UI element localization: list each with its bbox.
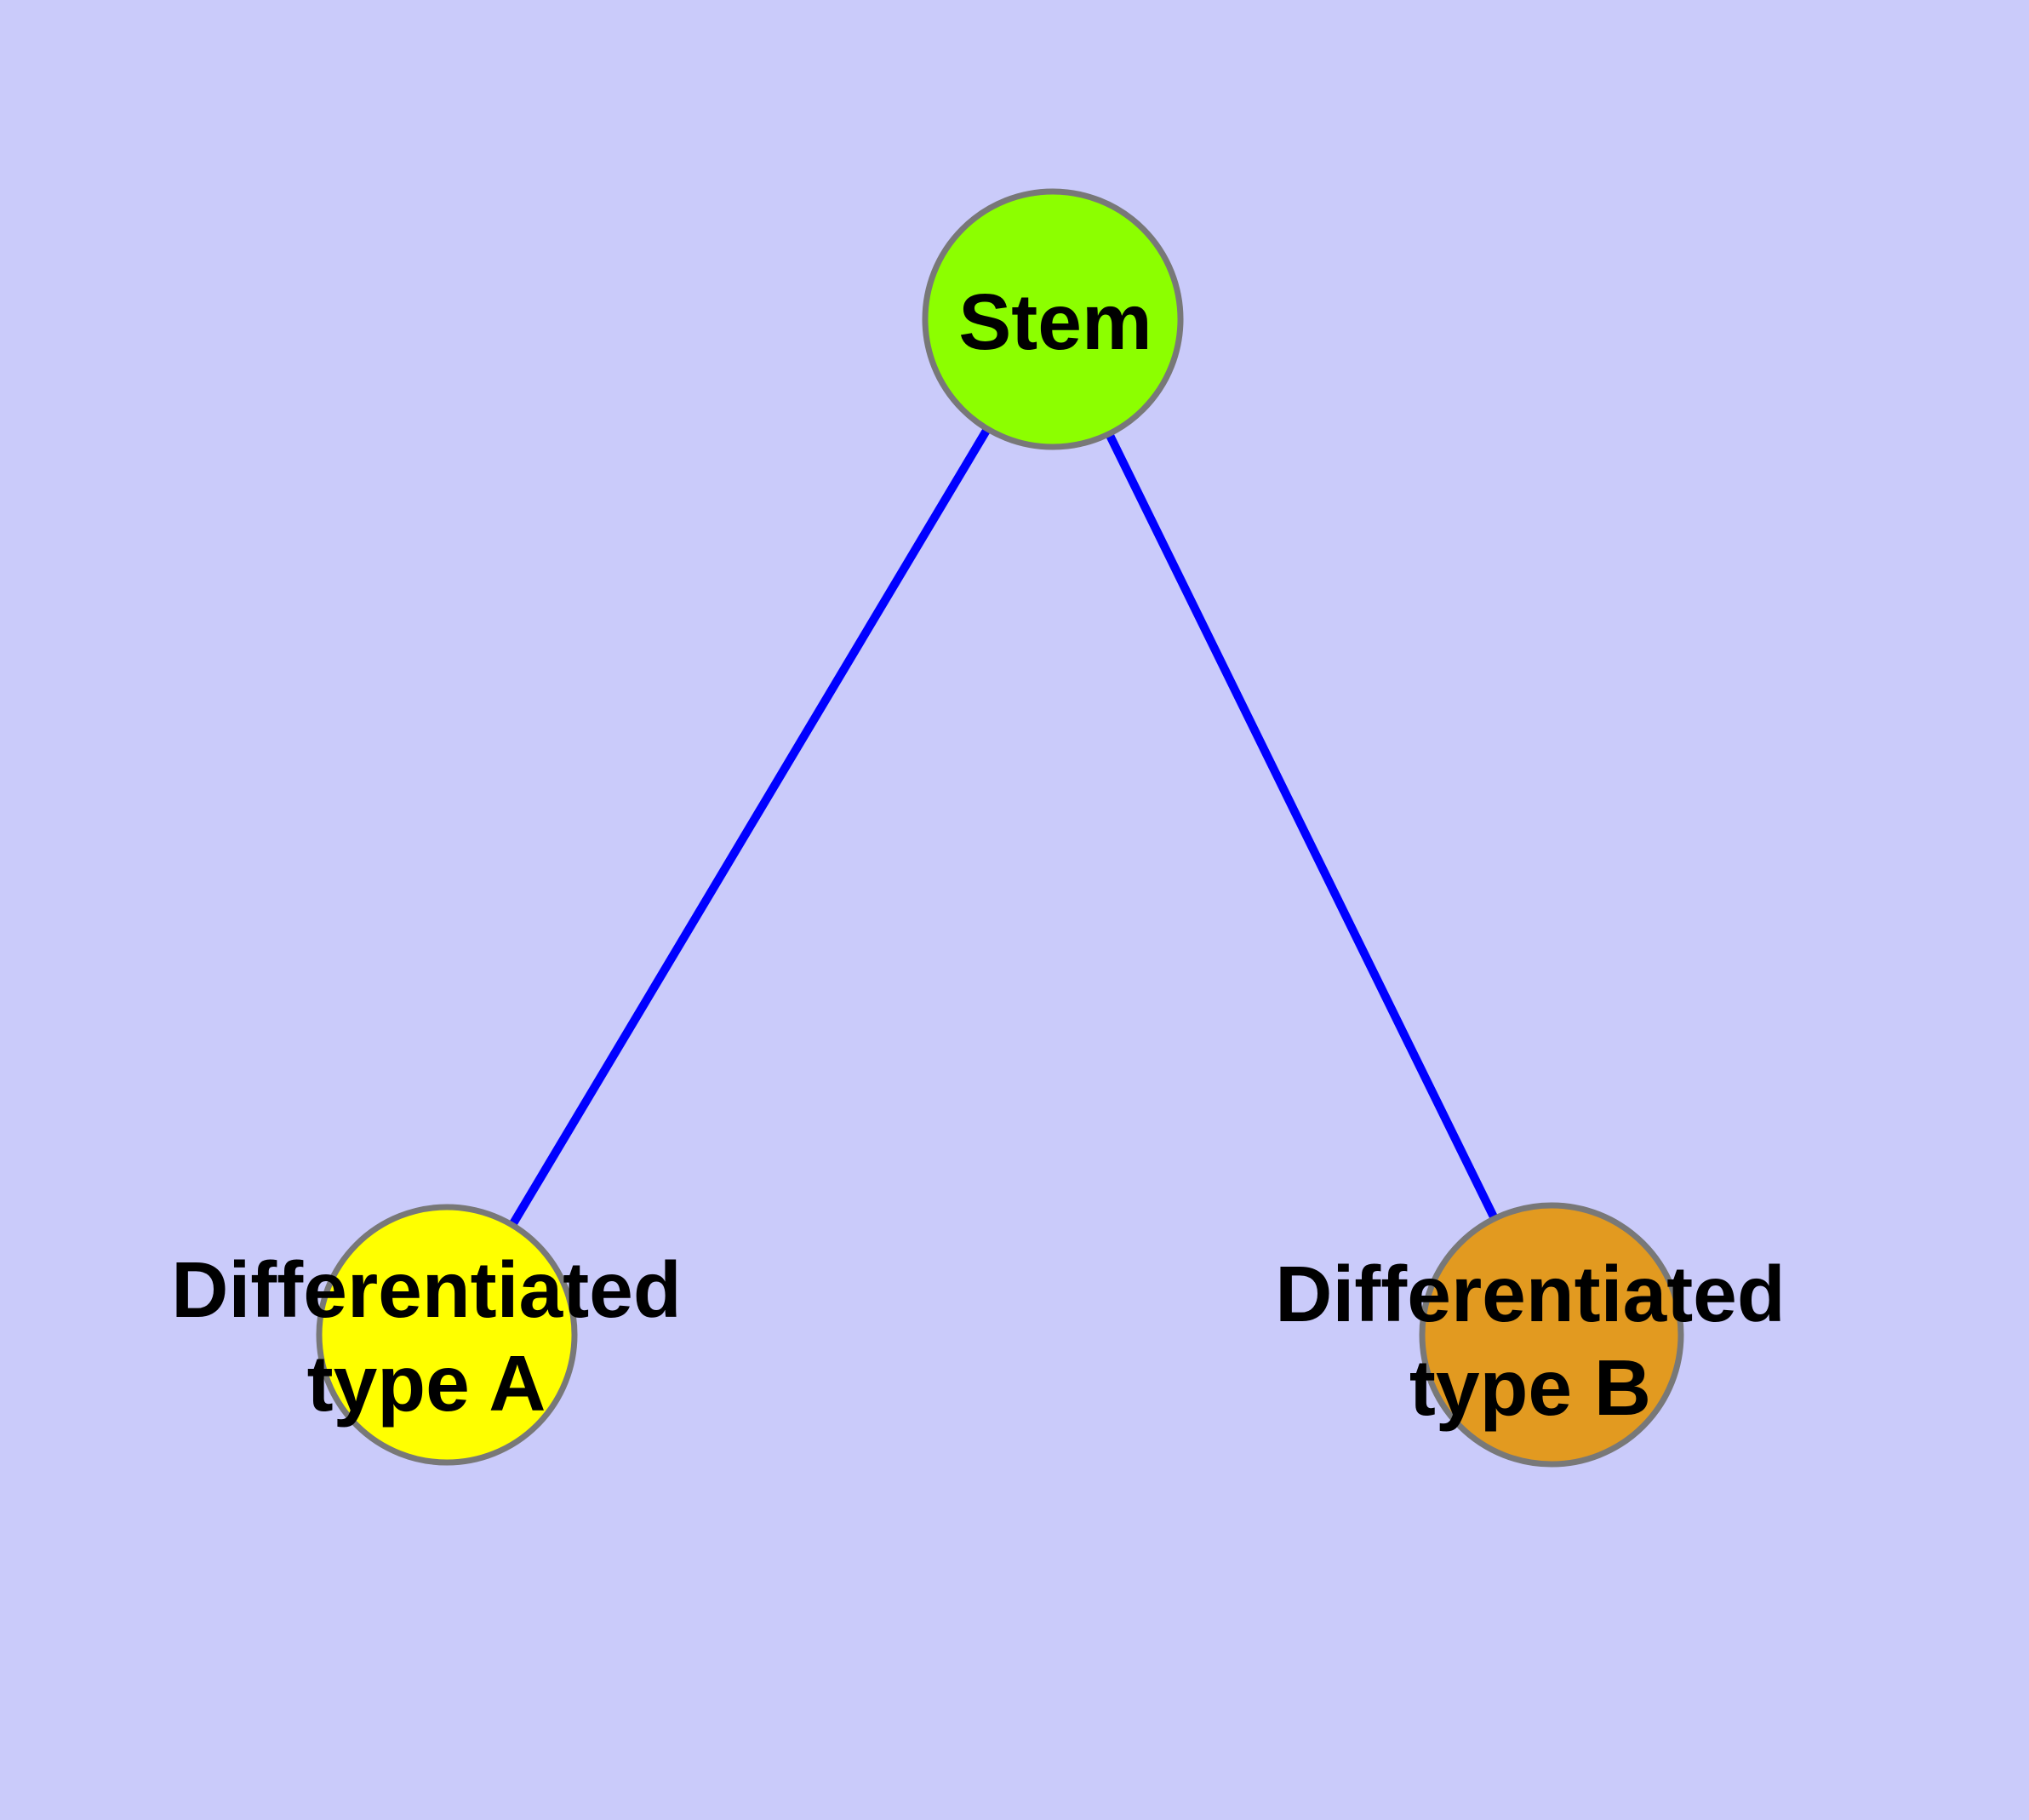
- node-type-a-label-line2: type A: [307, 1339, 546, 1428]
- node-type-a: [316, 1204, 578, 1466]
- edge-stem-to-type-a: [443, 317, 1057, 1337]
- node-type-b-label-line2: type B: [1409, 1343, 1651, 1432]
- node-type-b-label-line1: Differentiated: [1275, 1250, 1785, 1338]
- node-stem-label: Stem: [958, 278, 1152, 366]
- node-type-b: [1419, 1202, 1684, 1468]
- edge-stem-to-type-b: [1049, 317, 1556, 1337]
- node-type-a-label-line1: Differentiated: [171, 1245, 681, 1334]
- node-stem: [922, 188, 1184, 450]
